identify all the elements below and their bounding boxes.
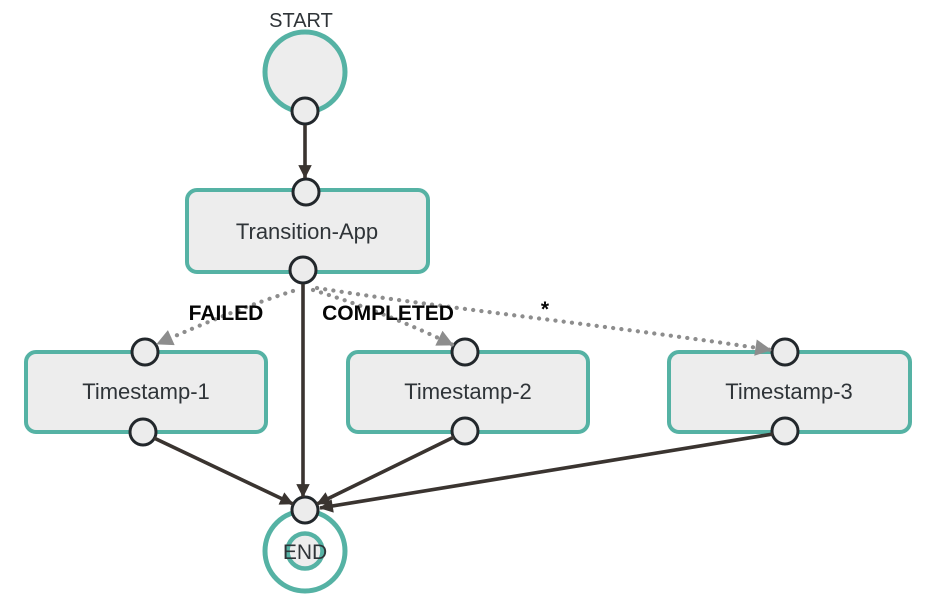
node-timestamp-3[interactable]: Timestamp-3 [667,350,912,434]
timestamp-1-out-port [128,417,158,447]
start-node-label: START [269,10,333,32]
timestamp-3-label: Timestamp-3 [725,379,853,404]
end-node-inner-circle [285,531,325,571]
transition-app-label: Transition-App [236,219,378,244]
edge-label-star: * [541,298,550,321]
node-start[interactable]: START [262,10,348,115]
end-node-label: END [283,541,327,564]
transition-app-in-port [291,177,321,207]
edge-transition-app-to-timestamp-3 [314,285,774,356]
edges [153,125,774,513]
end-in-port [290,495,320,525]
timestamp-1-in-port [130,337,160,367]
ports [128,96,800,525]
edge-label-completed: COMPLETED [322,302,454,325]
timestamp-3-in-port [770,337,800,367]
timestamp-1-label: Timestamp-1 [82,379,210,404]
edge-timestamp-1-to-end [153,436,294,506]
node-transition-app[interactable]: Transition-App [185,188,430,274]
edge-transition-app-to-timestamp-2 [310,287,456,348]
edge-label-failed: FAILED [189,302,264,325]
timestamp-2-in-port [450,337,480,367]
node-timestamp-2[interactable]: Timestamp-2 [346,350,590,434]
edge-timestamp-3-to-end [319,432,774,513]
node-end[interactable]: END [262,508,348,594]
start-out-port [290,96,320,126]
timestamp-2-out-port [450,416,480,446]
edge-timestamp-2-to-end [316,435,455,506]
edge-labels: FAILED COMPLETED * [189,298,550,325]
timestamp-3-out-port [770,416,800,446]
transition-app-out-port [288,255,318,285]
timestamp-2-label: Timestamp-2 [404,379,532,404]
edge-transition-app-to-timestamp-1 [154,288,296,347]
